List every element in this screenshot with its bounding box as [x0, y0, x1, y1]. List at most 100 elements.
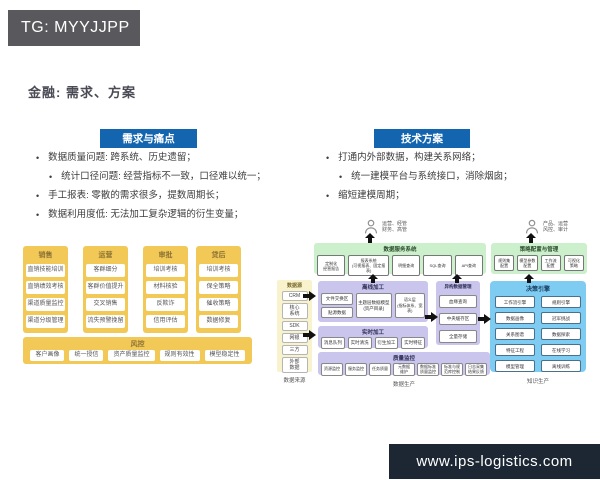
- biz-item: 流失预警挽留: [86, 315, 125, 328]
- biz-column-header: 审批: [158, 252, 173, 259]
- footer-banner: www.ips-logistics.com: [389, 444, 600, 479]
- decision-engine-header: 决策引擎: [525, 287, 550, 293]
- bullet-item: •打通内外部数据，构建关系网络；: [326, 152, 576, 164]
- bullet-text: 手工报表: 零散的需求很多，提数周期长；: [48, 190, 225, 201]
- hetero-item: 全量存储: [439, 330, 477, 343]
- hetero-item: 血缘查询: [439, 295, 477, 308]
- arrow-right-icon: [478, 314, 491, 324]
- biz-item: 催收策略: [199, 298, 238, 311]
- strategy-config-box: 策略配置与管理 规则集 配置 模型参数 配置 工作流 配置 可视化 策略: [491, 243, 587, 274]
- biz-item: 数据修复: [199, 315, 238, 328]
- offline-item: 主题层数据模型 (资产目录): [356, 293, 392, 318]
- user-label-right: 产品、运营 风控、审计: [543, 221, 569, 233]
- source-item: 核心 系统: [281, 303, 308, 319]
- biz-item: 培训考核: [146, 264, 185, 277]
- decision-item: 离线训练: [541, 360, 581, 372]
- realtime-item: 衍生加工: [374, 337, 399, 349]
- arrow-right-icon: [425, 312, 438, 322]
- biz-column-header: 运营: [98, 252, 113, 259]
- biz-column-sales: 销售 直销技能培训 直销绩效考核 渠道质量监控 渠道分级管理: [23, 246, 68, 333]
- realtime-item: 实时清洗: [347, 337, 372, 349]
- arrow-right-icon: [303, 291, 316, 301]
- source-item: 网银: [281, 333, 308, 343]
- biz-item: 保全策略: [199, 281, 238, 294]
- quality-item: 数据标准 质量监控: [417, 363, 439, 376]
- hetero-item: 中央缓存区: [439, 312, 477, 325]
- arrow-up-icon: [452, 274, 462, 283]
- user-icon: [364, 219, 378, 234]
- realtime-header: 实时加工: [361, 330, 384, 336]
- hetero-data-box: 异构数据管理 血缘查询 中央缓存区 全量存储: [436, 281, 480, 345]
- decision-item: 数据探索: [541, 328, 581, 340]
- strategy-item: 工作流 配置: [540, 255, 561, 271]
- decision-item: 模型管理: [495, 360, 535, 372]
- decision-item: 在线学习: [541, 344, 581, 356]
- biz-item: 规则有效性: [159, 350, 200, 361]
- pain-bullet-list: •数据质量问题: 跨系统、历史遗留； •统计口径问题: 经营指标不一致，口径难以…: [36, 152, 306, 228]
- biz-item: 客群细分: [86, 264, 125, 277]
- data-service-box: 数据服务系统 定制化 经营报告 报表系统 (可视报表、固定报表) 明细查询 SQ…: [314, 243, 486, 276]
- biz-item: 渠道质量监控: [26, 298, 65, 311]
- decision-item: 数据画像: [495, 312, 535, 324]
- offline-item: 贴源数据: [321, 306, 353, 318]
- arrow-up-icon: [368, 274, 378, 283]
- strategy-item: 规则集 配置: [494, 255, 515, 271]
- quality-item: 服务监控: [345, 363, 367, 376]
- biz-column-postloan: 贷后 培训考核 保全策略 催收策略 数据修复: [196, 246, 241, 333]
- service-item: 定制化 经营报告: [317, 255, 346, 276]
- user-icon: [525, 219, 539, 234]
- bullet-dot: •: [326, 191, 330, 201]
- decision-item: 工作流引擎: [495, 296, 535, 308]
- bullet-text: 统计口径问题: 经营指标不一致，口径难以统一；: [61, 171, 266, 182]
- bullet-item: • 手工报表: 零散的需求很多，提数周期长；: [36, 190, 306, 202]
- bullet-dot: •: [36, 191, 40, 201]
- decision-item: 冠军挑战: [541, 312, 581, 324]
- biz-column-header: 销售: [38, 252, 53, 259]
- biz-column-operation: 运营 客群细分 客群价值提升 交叉销售 流失预警挽留: [83, 246, 128, 333]
- realtime-items: 消息队列 实时清洗 衍生加工 实时特征: [321, 337, 425, 349]
- bullet-text: 缩短建模周期；: [338, 190, 405, 201]
- quality-items: 资源监控 服务监控 任务质量 元数据 维护 数据标准 质量监控 标准与规 范库控…: [321, 363, 487, 376]
- bullet-dot: •: [339, 172, 343, 182]
- biz-item: 材料核验: [146, 281, 185, 294]
- biz-item: 反欺诈: [146, 298, 185, 311]
- strategy-item: 模型参数 配置: [517, 255, 538, 271]
- service-item: API查询: [454, 255, 483, 276]
- quality-item: 资源监控: [321, 363, 343, 376]
- arrow-up-icon: [526, 233, 536, 244]
- page-title: 金融: 需求、方案: [28, 85, 136, 100]
- section-header-pain: 需求与痛点: [100, 129, 197, 148]
- source-item: SDK: [281, 321, 308, 331]
- bullet-item: • 数据质量问题: 跨系统、历史遗留；: [36, 152, 306, 164]
- bullet-text: 数据利用度低: 无法加工复杂逻辑的衍生变量；: [48, 209, 244, 220]
- bullet-item: •统计口径问题: 经营指标不一致，口径难以统一；: [36, 171, 306, 183]
- decision-engine-box: 决策引擎 工作流引擎 规则引擎 数据画像 冠军挑战 关系图谱 数据探索 特征工程…: [490, 281, 586, 372]
- stage-label-knowledge: 知识生产: [526, 379, 549, 385]
- service-item: SQL查询: [423, 255, 452, 276]
- data-service-items: 定制化 经营报告 报表系统 (可视报表、固定报表) 明细查询 SQL查询 API…: [317, 255, 483, 276]
- stage-label-production: 数据生产: [392, 382, 415, 388]
- biz-row-risk: 风控 客户画像 统一授信 资产质量监控 规则有效性 模型稳定性: [23, 337, 252, 364]
- watermark-text: TG: MYYJJPP: [21, 19, 130, 36]
- biz-item: 统一授信: [69, 350, 104, 361]
- quality-item: 日志采集 结果反馈: [465, 363, 487, 376]
- quality-header: 质量监控: [392, 356, 415, 362]
- service-item: 明细查询: [391, 255, 421, 276]
- data-service-header: 数据服务系统: [383, 247, 417, 253]
- bullet-item: •数据利用度低: 无法加工复杂逻辑的衍生变量；: [36, 209, 306, 221]
- data-source-strip: 数据源 CRM 核心 系统 SDK 网银 三方 外部 数据: [277, 280, 312, 373]
- biz-column-header: 贷后: [211, 252, 226, 259]
- strategy-item: 可视化 策略: [563, 255, 584, 271]
- offline-processing-box: 离线加工 文件交换区 贴源数据 主题层数据模型 (资产目录) 语义层 (指标体系…: [318, 281, 428, 322]
- strategy-config-items: 规则集 配置 模型参数 配置 工作流 配置 可视化 策略: [494, 255, 584, 271]
- biz-item: 直销绩效考核: [26, 281, 65, 294]
- bullet-text: 数据质量问题: 跨系统、历史遗留；: [48, 152, 196, 163]
- biz-row-header: 风控: [130, 341, 145, 348]
- source-item: 三方: [281, 345, 308, 355]
- bullet-dot: •: [36, 153, 40, 163]
- realtime-item: 消息队列: [321, 337, 345, 349]
- bullet-dot: •: [326, 153, 330, 163]
- bullet-item: • 缩短建模周期；: [326, 190, 576, 202]
- service-item: 报表系统 (可视报表、固定报表): [348, 255, 389, 276]
